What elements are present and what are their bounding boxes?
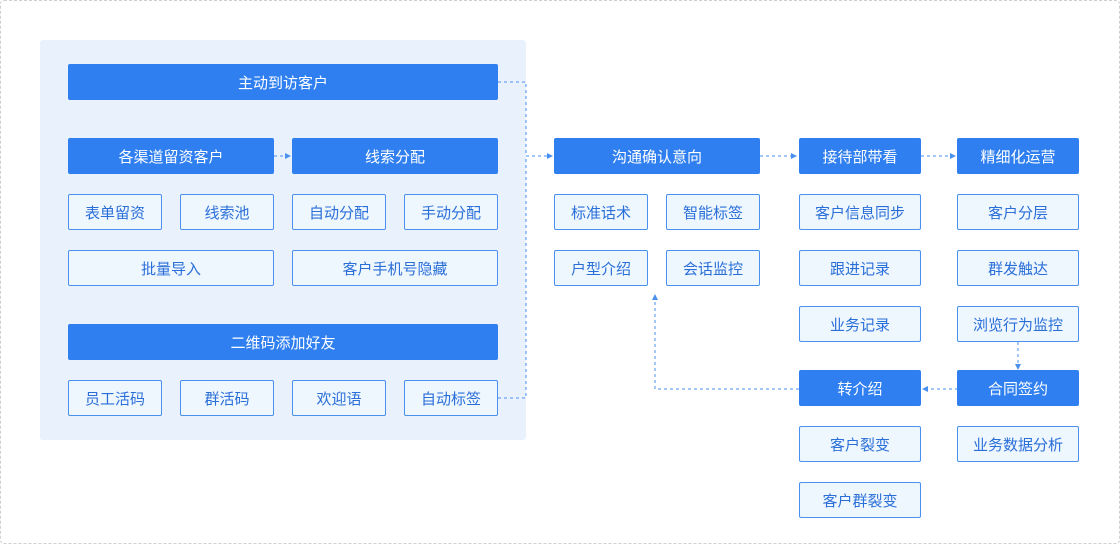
lead-pool-item: 线索池 [180,194,274,230]
communicate-intent-node: 沟通确认意向 [554,138,760,174]
staff-qrcode-item: 员工活码 [68,380,162,416]
business-analytics-item: 业务数据分析 [957,426,1079,462]
phone-hiding-item: 客户手机号隐藏 [292,250,498,286]
lead-assignment-node: 线索分配 [292,138,498,174]
browse-monitor-item: 浏览行为监控 [957,306,1079,342]
smart-tag-item: 智能标签 [666,194,760,230]
visit-customers-node: 主动到访客户 [68,64,498,100]
refined-operations-node: 精细化运营 [957,138,1079,174]
customer-segment-item: 客户分层 [957,194,1079,230]
session-monitor-item: 会话监控 [666,250,760,286]
group-fission-item: 客户群裂变 [799,482,921,518]
business-record-item: 业务记录 [799,306,921,342]
qrcode-friend-node: 二维码添加好友 [68,324,498,360]
floor-plan-item: 户型介绍 [554,250,648,286]
referral-node: 转介绍 [799,370,921,406]
channel-customers-node: 各渠道留资客户 [68,138,274,174]
contract-signing-node: 合同签约 [957,370,1079,406]
connector-referral-to-communicate [652,294,799,390]
customer-info-sync-item: 客户信息同步 [799,194,921,230]
acquisition-panel [40,40,526,440]
auto-tag-item: 自动标签 [404,380,498,416]
auto-assign-item: 自动分配 [292,194,386,230]
manual-assign-item: 手动分配 [404,194,498,230]
form-leads-item: 表单留资 [68,194,162,230]
batch-import-item: 批量导入 [68,250,274,286]
mass-message-item: 群发触达 [957,250,1079,286]
connector-qrcode-to-communicate [498,156,527,399]
group-qrcode-item: 群活码 [180,380,274,416]
connector-visit-to-communicate [498,81,553,159]
customer-fission-item: 客户裂变 [799,426,921,462]
welcome-message-item: 欢迎语 [292,380,386,416]
follow-up-record-item: 跟进记录 [799,250,921,286]
standard-script-item: 标准话术 [554,194,648,230]
reception-viewing-node: 接待部带看 [799,138,921,174]
